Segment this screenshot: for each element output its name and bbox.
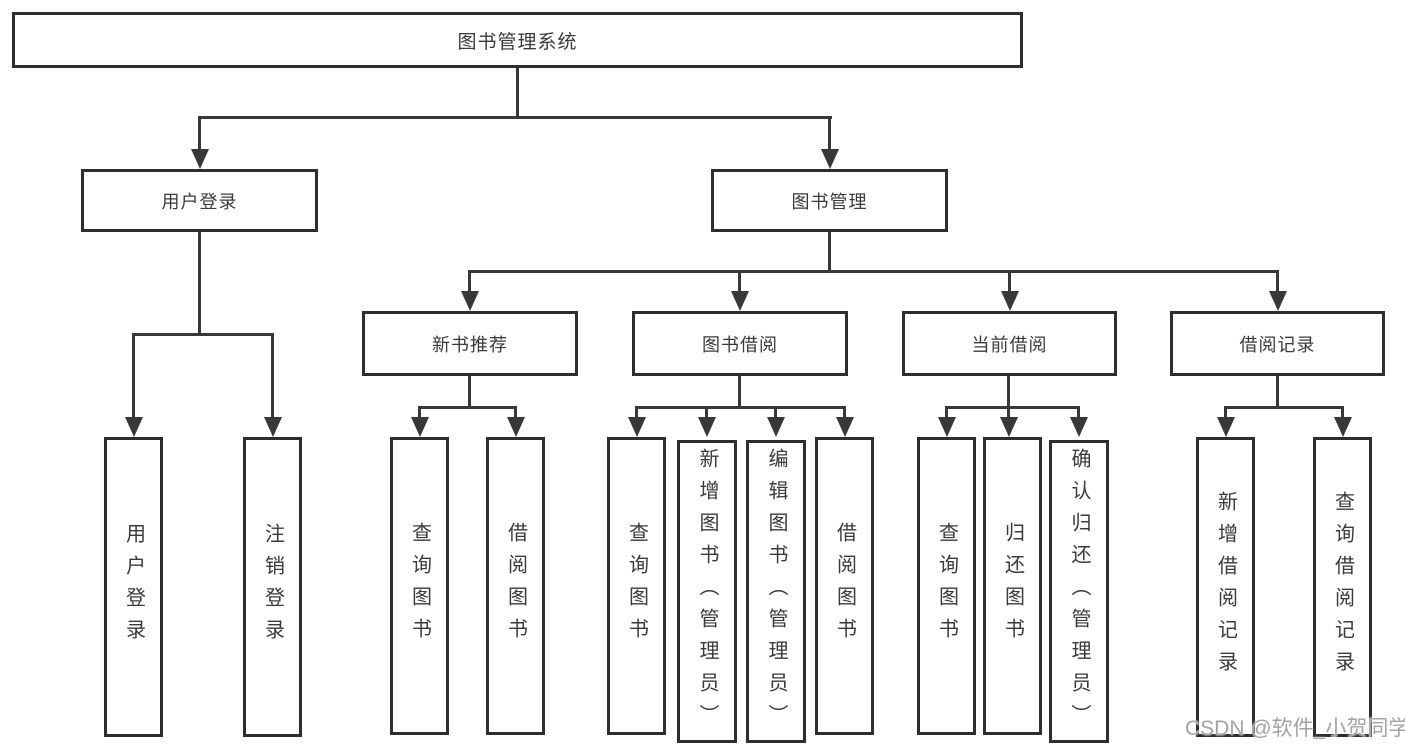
arrow-down-icon	[938, 417, 956, 437]
arrow-down-icon	[264, 417, 282, 437]
connector-userlogin-drop-1	[132, 333, 135, 417]
leaf-logout-login-label: 注销登录	[261, 523, 284, 651]
connector-currentborrow-drop-1	[945, 406, 948, 417]
connector-newbook-stem	[468, 375, 471, 408]
connector-newbook-rail	[418, 406, 517, 409]
node-book-borrow-label: 图书借阅	[702, 334, 778, 355]
node-user-login: 用户登录	[81, 169, 318, 232]
connector-l3-drop-3	[1008, 270, 1011, 291]
connector-l2-right-drop	[828, 116, 831, 152]
leaf-query-book-borrow-label: 查询图书	[625, 522, 648, 650]
connector-borrowrecord-drop-1	[1224, 406, 1227, 417]
connector-currentborrow-drop-3	[1077, 406, 1080, 417]
arrow-down-icon	[125, 417, 143, 437]
arrow-down-icon	[628, 417, 646, 437]
leaf-borrow-book-label: 借阅图书	[833, 522, 856, 650]
connector-bookborrow-drop-1	[635, 406, 638, 417]
arrow-down-icon	[461, 291, 479, 311]
connector-currentborrow-rail	[945, 406, 1080, 409]
arrow-down-icon	[411, 417, 429, 437]
node-root: 图书管理系统	[12, 12, 1023, 68]
arrow-down-icon	[1000, 417, 1018, 437]
connector-l2-left-drop	[198, 116, 201, 152]
leaf-add-book-admin-label: 新增图书（管理员）	[696, 447, 718, 736]
leaf-query-book-recommend-label: 查询图书	[408, 522, 431, 650]
arrow-down-icon	[698, 417, 716, 437]
connector-root-stem	[516, 68, 519, 118]
connector-currentborrow-stem	[1007, 375, 1010, 408]
arrow-down-icon	[821, 149, 839, 169]
node-new-book-recommend: 新书推荐	[362, 311, 578, 376]
connector-newbook-drop-2	[514, 406, 517, 417]
connector-bookborrow-drop-4	[843, 406, 846, 417]
arrow-down-icon	[1001, 291, 1019, 311]
arrow-down-icon	[1334, 417, 1352, 437]
node-borrow-record: 借阅记录	[1170, 311, 1385, 376]
connector-bookmanage-stem	[828, 232, 831, 272]
leaf-return-book-label: 归还图书	[1001, 522, 1024, 650]
arrow-down-icon	[507, 417, 525, 437]
connector-borrowrecord-stem	[1276, 375, 1279, 408]
arrow-down-icon	[1269, 291, 1287, 311]
leaf-user-login: 用户登录	[104, 437, 163, 737]
node-new-book-recommend-label: 新书推荐	[432, 334, 508, 355]
leaf-edit-book-admin-label: 编辑图书（管理员）	[765, 447, 787, 736]
connector-bookborrow-drop-2	[705, 406, 708, 417]
leaf-return-book: 归还图书	[983, 437, 1042, 735]
connector-newbook-drop-1	[418, 406, 421, 417]
node-root-label: 图书管理系统	[457, 31, 578, 53]
connector-userlogin-stem	[198, 232, 201, 335]
leaf-query-borrow-record: 查询借阅记录	[1313, 437, 1372, 737]
leaf-confirm-return-admin-label: 确认归还（管理员）	[1068, 447, 1090, 736]
node-current-borrow: 当前借阅	[902, 311, 1117, 376]
leaf-query-book-current: 查询图书	[917, 437, 976, 735]
leaf-query-book-recommend: 查询图书	[390, 437, 449, 735]
node-borrow-record-label: 借阅记录	[1239, 334, 1316, 355]
connector-currentborrow-drop-2	[1007, 406, 1010, 417]
connector-userlogin-rail	[132, 333, 274, 336]
leaf-add-borrow-record: 新增借阅记录	[1196, 437, 1255, 737]
connector-borrowrecord-rail	[1224, 406, 1344, 409]
connector-borrowrecord-drop-2	[1341, 406, 1344, 417]
leaf-query-borrow-record-label: 查询借阅记录	[1331, 491, 1354, 683]
leaf-borrow-book-recommend-label: 借阅图书	[504, 522, 527, 650]
csdn-watermark: CSDN @软件_小贺同学	[1185, 717, 1405, 740]
connector-l3-drop-4	[1276, 270, 1279, 291]
arrow-down-icon	[191, 149, 209, 169]
leaf-confirm-return-admin: 确认归还（管理员）	[1049, 440, 1109, 743]
arrow-down-icon	[1217, 417, 1235, 437]
node-book-borrow: 图书借阅	[632, 311, 848, 376]
arrow-down-icon	[731, 291, 749, 311]
leaf-edit-book-admin: 编辑图书（管理员）	[746, 440, 806, 743]
connector-bookborrow-drop-3	[774, 406, 777, 417]
leaf-borrow-book-recommend: 借阅图书	[486, 437, 545, 735]
connector-l2-rail	[198, 116, 832, 119]
leaf-query-book-current-label: 查询图书	[935, 522, 958, 650]
connector-bookborrow-rail	[635, 406, 846, 409]
arrow-down-icon	[767, 417, 785, 437]
node-book-manage-label: 图书管理	[791, 191, 868, 212]
leaf-add-book-admin: 新增图书（管理员）	[677, 440, 737, 743]
connector-bookborrow-stem	[738, 375, 741, 408]
connector-l3-rail	[468, 270, 1279, 273]
leaf-query-book-borrow: 查询图书	[607, 437, 666, 735]
leaf-logout-login: 注销登录	[243, 437, 302, 737]
connector-l3-drop-1	[468, 270, 471, 291]
arrow-down-icon	[1070, 417, 1088, 437]
arrow-down-icon	[836, 417, 854, 437]
connector-l3-drop-2	[738, 270, 741, 291]
node-user-login-label: 用户登录	[161, 191, 238, 212]
leaf-user-login-label: 用户登录	[122, 523, 145, 651]
node-current-borrow-label: 当前借阅	[971, 334, 1048, 355]
connector-userlogin-drop-2	[271, 333, 274, 417]
leaf-borrow-book: 借阅图书	[815, 437, 874, 735]
leaf-add-borrow-record-label: 新增借阅记录	[1214, 491, 1237, 683]
node-book-manage: 图书管理	[711, 169, 948, 232]
